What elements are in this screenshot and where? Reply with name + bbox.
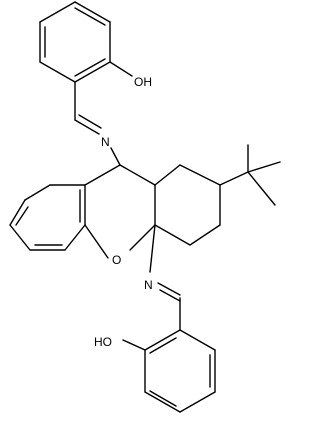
top-imine-linkage	[74, 81, 102, 135]
bottom-hydroxyl-bond	[122, 339, 146, 351]
top-imine-n-label: N	[101, 135, 110, 149]
top-hydroxyl-label: OH	[134, 75, 152, 89]
bottom-phenol-ring	[144, 329, 216, 413]
chemical-structure-diagram: OH N O	[9, 1, 281, 413]
bottom-hydroxyl-label: HO	[94, 335, 112, 349]
top-phenol-ring	[39, 1, 111, 83]
bottom-c-to-n-bond	[149, 224, 156, 273]
bottom-imine-n-label: N	[144, 278, 153, 292]
top-n-to-c9-bond	[110, 147, 121, 166]
top-hydroxyl-bond	[109, 61, 133, 77]
xanthene-benzene-ring	[9, 184, 86, 251]
cyclohexane-ring	[154, 164, 221, 246]
ring-oxygen-label: O	[112, 253, 121, 267]
tert-butyl-group	[219, 144, 281, 206]
bottom-imine-linkage	[157, 282, 181, 331]
pyran-ring	[84, 164, 156, 259]
